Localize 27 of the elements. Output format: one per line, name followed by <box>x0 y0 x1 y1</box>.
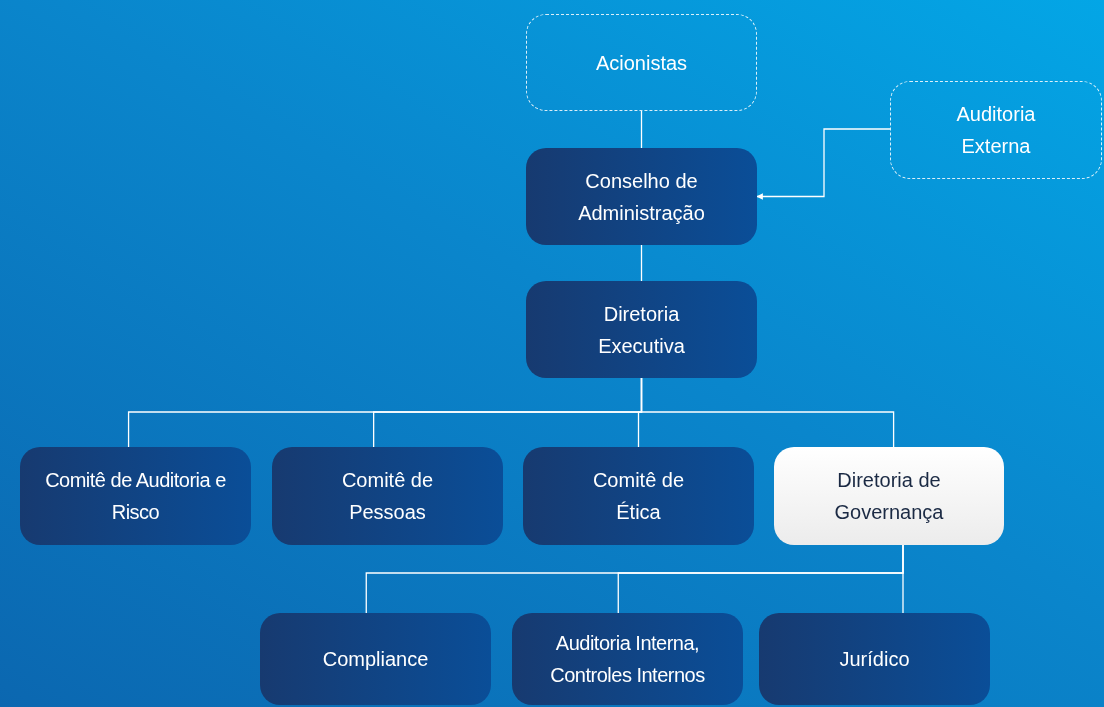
connector-line <box>640 110 643 149</box>
dashed-box <box>526 14 757 111</box>
highlighted-org-box <box>774 447 1004 545</box>
org-box <box>272 447 503 545</box>
dashed-box <box>890 81 1102 179</box>
box-label: Compliance <box>322 647 429 672</box>
box-label: Comitê de Ética <box>591 468 686 525</box>
connector-line <box>902 544 904 614</box>
box-label: Auditoria Interna, Controles Internos <box>549 631 706 688</box>
org-box <box>512 613 743 705</box>
box-label: Acionistas <box>595 50 688 76</box>
box-label: Auditoria Externa <box>955 102 1037 159</box>
connector-line <box>640 377 895 448</box>
box-label: Jurídico <box>839 647 910 672</box>
arrow <box>756 128 891 200</box>
org-box <box>260 613 491 705</box>
box-label: Comitê de Pessoas <box>340 468 435 525</box>
connector-line <box>640 244 643 282</box>
box-label: Diretoria de Governança <box>833 468 945 525</box>
box-label: Diretoria Executiva <box>597 301 686 359</box>
box-label: Conselho de Administração <box>577 168 706 226</box>
org-box <box>526 281 757 378</box>
org-box <box>526 148 757 245</box>
org-box <box>759 613 990 705</box>
box-label: Comitê de Auditoria e Risco <box>44 468 227 525</box>
org-box <box>523 447 754 545</box>
org-box <box>20 447 251 545</box>
